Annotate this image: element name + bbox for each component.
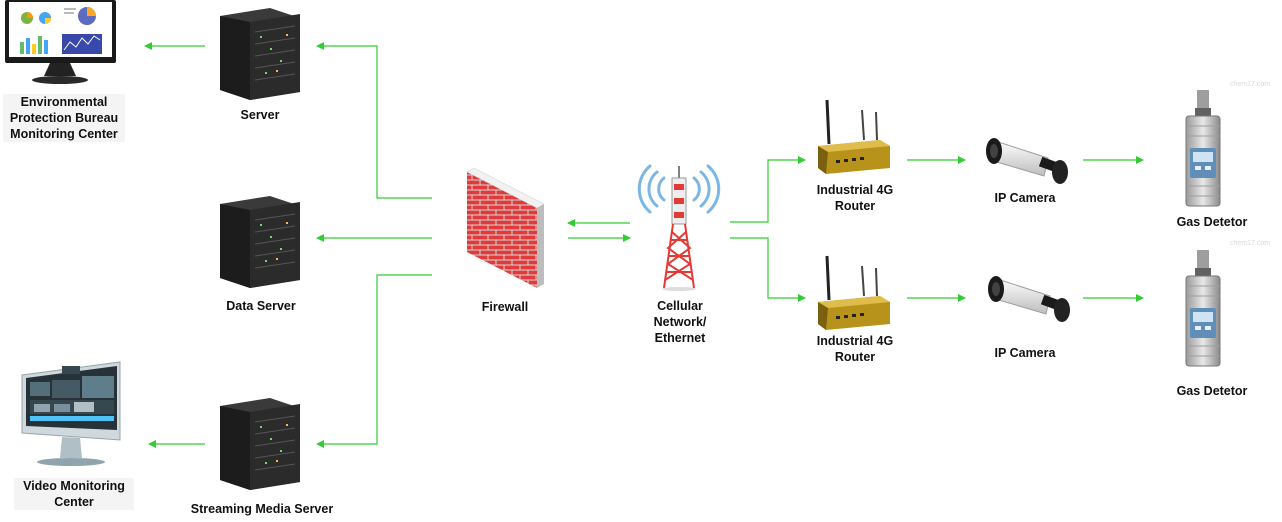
router-1-label-line: Router xyxy=(834,199,876,213)
monitor-icon xyxy=(5,0,116,84)
arrow-firewall-to-server xyxy=(316,42,432,199)
streaming-server-icon xyxy=(220,398,300,490)
router-2-label-line: Router xyxy=(834,350,876,364)
server-label: Server xyxy=(240,108,280,122)
gas-detector-icon xyxy=(1185,90,1221,207)
data-server-label: Data Server xyxy=(226,299,296,313)
router-1-label-line: Industrial 4G xyxy=(816,183,894,197)
camera-icon xyxy=(986,138,1068,184)
arrow-cellular-to-router-1 xyxy=(730,156,806,223)
cellular-label-line: Network/ xyxy=(653,315,707,329)
router-icon xyxy=(818,99,890,174)
data-server-icon xyxy=(220,196,300,288)
router-2-label-line: Industrial 4G xyxy=(816,334,894,348)
gas-detector-icon xyxy=(1185,250,1221,367)
watermark: chem17.com xyxy=(1230,81,1271,88)
env-center-label-line: Environmental xyxy=(20,95,108,109)
camera-1-label: IP Camera xyxy=(994,191,1056,205)
video-center-label-line: Center xyxy=(54,495,94,509)
watermark: chem17.com xyxy=(1230,240,1271,247)
camera-2-label: IP Camera xyxy=(994,346,1056,360)
gas-1-label: Gas Detetor xyxy=(1176,215,1248,229)
router-2-label: Industrial 4G Router xyxy=(805,333,905,365)
connectors xyxy=(144,42,1144,448)
env-center-label-line: Protection Bureau xyxy=(9,111,119,125)
firewall-icon xyxy=(466,167,545,288)
router-1-label: Industrial 4G Router xyxy=(805,182,905,214)
arrow-cellular-to-router-2 xyxy=(730,237,806,302)
arrow-firewall-to-streaming-server xyxy=(316,274,432,448)
cellular-label-line: Ethernet xyxy=(654,331,706,345)
firewall-label: Firewall xyxy=(481,300,529,314)
router-icon xyxy=(818,255,890,330)
video-center-label-line: Video Monitoring xyxy=(23,479,125,493)
server-icon xyxy=(220,8,300,100)
gas-2-label: Gas Detetor xyxy=(1176,384,1248,398)
streaming-server-label: Streaming Media Server xyxy=(190,502,334,516)
cellular-label: Cellular Network/ Ethernet xyxy=(640,298,720,346)
cell-tower-icon xyxy=(637,164,721,291)
camera-icon xyxy=(988,276,1070,322)
video-center-label: Video Monitoring Center xyxy=(14,478,134,510)
env-center-label: Environmental Protection Bureau Monitori… xyxy=(3,94,125,142)
video-monitor-icon xyxy=(21,361,121,466)
cellular-label-line: Cellular xyxy=(657,299,703,313)
env-center-label-line: Monitoring Center xyxy=(10,127,118,141)
